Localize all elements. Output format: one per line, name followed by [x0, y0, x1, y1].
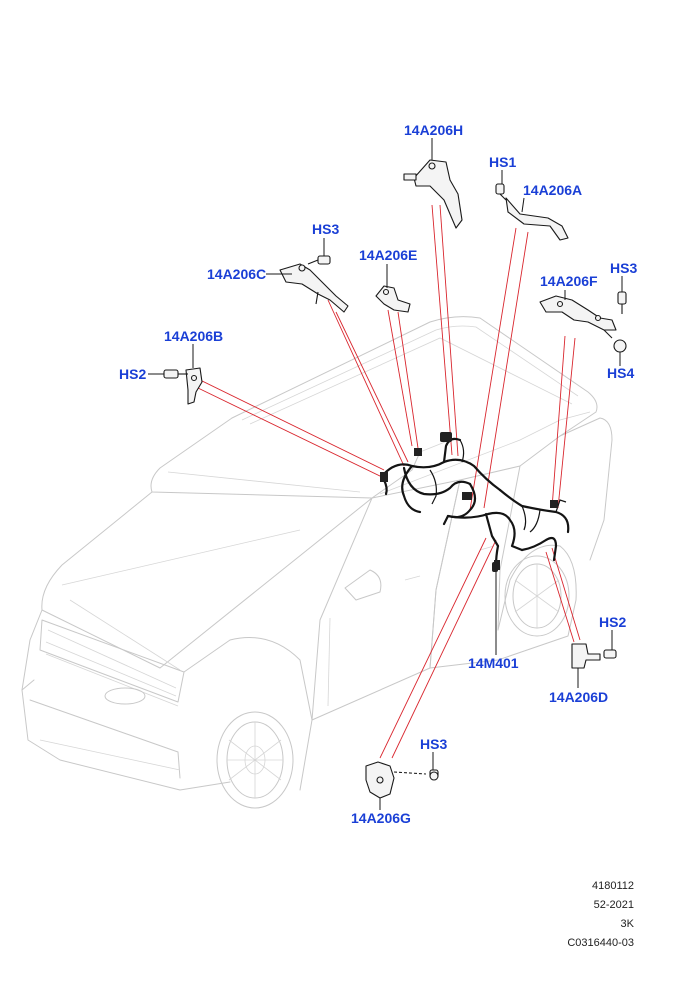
callout-14a206g: 14A206G	[351, 810, 411, 826]
fastener-hs4	[603, 329, 627, 353]
leader-lines	[195, 204, 581, 759]
fastener-hs3-bottom	[429, 769, 439, 781]
wiring-harness	[380, 432, 570, 570]
component-14a206d	[571, 643, 601, 669]
callout-hs4: HS4	[607, 365, 635, 381]
fastener-hs2-right	[603, 649, 617, 659]
callout-hs1: HS1	[489, 154, 517, 170]
callout-14a206d: 14A206D	[549, 689, 609, 705]
fastener-hs1	[495, 183, 505, 195]
callout-14a206f: 14A206F	[540, 273, 598, 289]
component-14a206h	[403, 159, 463, 229]
reference-code-2: 52-2021	[593, 899, 634, 911]
component-14a206g	[365, 761, 427, 799]
callout-pointers	[148, 138, 623, 810]
reference-code-4: C0316440-03	[567, 937, 634, 949]
fastener-hs3-top	[307, 255, 331, 265]
callout-14a206b: 14A206B	[164, 328, 224, 344]
fastener-hs3-right	[617, 291, 627, 314]
component-14a206b	[185, 367, 203, 405]
callout-hs3-right: HS3	[610, 260, 638, 276]
callout-hs2-left: HS2	[119, 366, 147, 382]
callout-hs3-top: HS3	[312, 221, 340, 237]
callout-hs2-right: HS2	[599, 614, 627, 630]
reference-codes: 4180112 52-2021 3K C0316440-03	[567, 877, 634, 953]
callout-14a206c: 14A206C	[207, 266, 267, 282]
callout-14a206e: 14A206E	[359, 247, 418, 263]
vehicle-outline	[21, 316, 613, 809]
component-14a206e	[375, 285, 411, 313]
reference-code-3: 3K	[620, 918, 634, 930]
callout-14a206h: 14A206H	[404, 122, 464, 138]
callout-14m401: 14M401	[468, 655, 519, 671]
callout-14a206a: 14A206A	[523, 182, 583, 198]
connector-14m401	[492, 562, 498, 572]
reference-code-1: 4180112	[591, 880, 634, 892]
fastener-hs2-left	[163, 369, 188, 379]
callout-hs3-bottom: HS3	[420, 736, 448, 752]
component-14a206f	[539, 295, 617, 331]
component-14a206c	[279, 263, 349, 313]
